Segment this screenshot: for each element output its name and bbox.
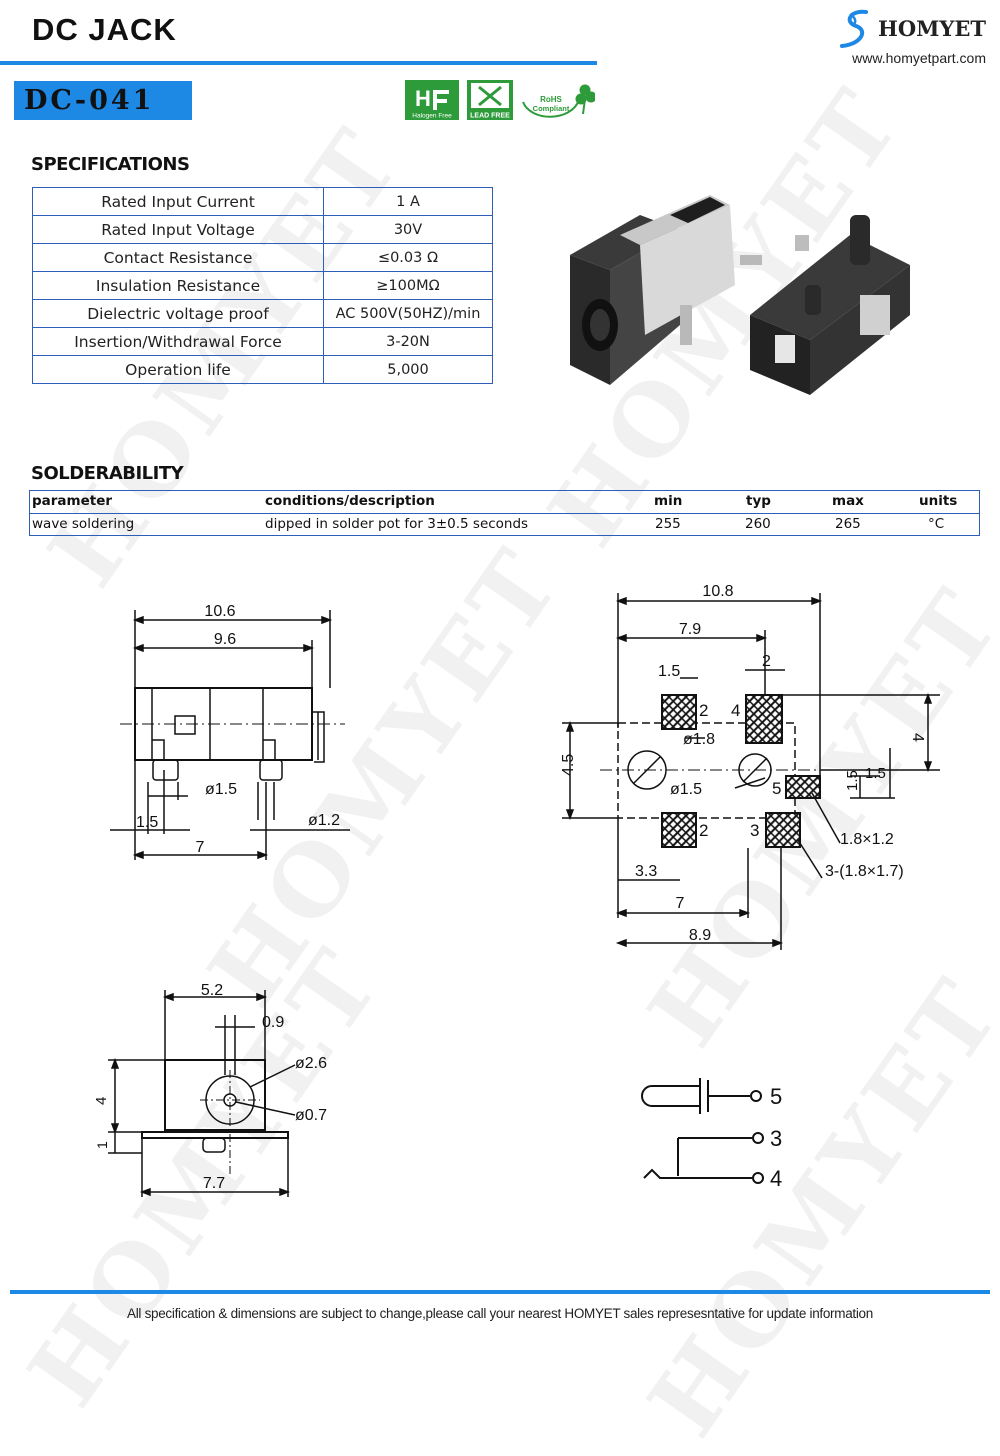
spec-value: AC 500V(50HZ)/min: [323, 299, 493, 328]
dimension-label: 1.5: [658, 663, 680, 680]
dimension-label: ø1.5: [670, 781, 702, 798]
lead-free-icon: LEAD FREE: [467, 80, 513, 120]
column-header: units: [919, 493, 958, 509]
dimension-label: 3-(1.8×1.7): [825, 863, 904, 880]
spec-label: Rated Input Current: [32, 187, 324, 216]
dimension-label: 1.5: [136, 814, 158, 831]
model-badge: DC-041: [14, 81, 192, 120]
product-photo: [560, 175, 930, 419]
dimension-label: 4.5: [560, 754, 577, 776]
column-header: max: [832, 493, 864, 509]
table-header-row: parameter conditions/description min typ…: [30, 491, 979, 514]
pin-label: 3: [750, 821, 759, 840]
dimension-label: 3.3: [635, 863, 657, 880]
spec-value: 3-20N: [323, 327, 493, 356]
footer-divider: [10, 1290, 990, 1294]
column-header: conditions/description: [265, 493, 435, 509]
spec-label: Insertion/Withdrawal Force: [32, 327, 324, 356]
table-row: Contact Resistance≤0.03 Ω: [32, 243, 493, 272]
spec-value: 5,000: [323, 355, 493, 384]
dimension-label: 4: [93, 1097, 110, 1105]
dimension-label: 1.5: [844, 770, 861, 791]
specifications-heading: SPECIFICATIONS: [31, 154, 190, 175]
spec-label: Contact Resistance: [32, 243, 324, 272]
dimension-label: 5.2: [201, 982, 223, 999]
dimension-label: 7: [676, 895, 685, 912]
header-divider: [0, 61, 597, 65]
solderability-heading: SOLDERABILITY: [31, 463, 184, 484]
cell: wave soldering: [32, 516, 135, 532]
spec-value: 30V: [323, 215, 493, 244]
spec-value: ≥100MΩ: [323, 271, 493, 300]
spec-value: 1 A: [323, 187, 493, 216]
rohs-compliant-label: Compliant: [533, 104, 570, 113]
spec-label: Insulation Resistance: [32, 271, 324, 300]
cell: 255: [655, 516, 681, 532]
column-header: min: [654, 493, 683, 509]
dimension-label: 1: [94, 1141, 110, 1149]
pin-label: 5: [770, 1084, 782, 1109]
dc-jack-illustration: [570, 195, 762, 385]
dimension-label: 7: [196, 839, 205, 856]
pin-label: 5: [772, 779, 781, 798]
brand-url: www.homyetpart.com: [852, 50, 986, 66]
pin-label: 4: [770, 1166, 782, 1191]
dc-jack-illustration: [750, 215, 910, 395]
side-view-drawing: 5.2 0.9 ø2.6 ø0.7 4 1 7.7: [93, 982, 327, 1197]
dimension-label: 10.8: [702, 583, 733, 600]
dimension-label: 0.9: [262, 1014, 284, 1031]
cell: dipped in solder pot for 3±0.5 seconds: [265, 516, 529, 532]
halogen-free-label: Halogen Free: [412, 113, 452, 120]
spec-label: Operation life: [32, 355, 324, 384]
pin-label: 2: [699, 821, 708, 840]
dimension-label: 8.9: [689, 927, 711, 944]
dimension-label: ø1.2: [308, 812, 340, 829]
pin-label: 3: [770, 1126, 782, 1151]
rohs-label: RoHS: [540, 95, 562, 104]
page-title: DC JACK: [32, 12, 177, 47]
solderability-table: parameter conditions/description min typ…: [29, 490, 980, 536]
front-view-drawing: 10.6 9.6 ø1.5 1.5 ø1.2 7: [110, 603, 350, 860]
brand-swirl-icon: [839, 9, 868, 48]
spec-label: Rated Input Voltage: [32, 215, 324, 244]
pcb-footprint-drawing: 10.8 7.9 2 1.5 ø1.8 ø1.5 4.5 4 1.5 1.5 1…: [560, 583, 940, 950]
dimension-label: 2: [762, 653, 771, 670]
column-header: typ: [746, 493, 771, 509]
dimension-label: ø1.5: [205, 781, 237, 798]
dimension-label: 4: [909, 733, 926, 742]
dimension-label: ø2.6: [295, 1055, 327, 1072]
dimension-label: ø0.7: [295, 1107, 327, 1124]
spec-label: Dielectric voltage proof: [32, 299, 324, 328]
halogen-free-icon: H Halogen Free: [405, 80, 459, 120]
spec-value: ≤0.03 Ω: [323, 243, 493, 272]
dimension-label: 1.5: [865, 765, 886, 782]
dimension-label: ø1.8: [683, 731, 715, 748]
brand-logo: HOMYET www.homyetpart.com: [836, 8, 986, 66]
svg-text:H: H: [415, 86, 431, 111]
cell: °C: [928, 516, 945, 532]
dimension-label: 10.6: [204, 603, 235, 620]
column-header: parameter: [32, 493, 113, 509]
pin-schematic: 5 3 4: [641, 1078, 782, 1191]
pin-label: 2: [699, 701, 708, 720]
cell: 265: [835, 516, 861, 532]
compliance-badges: H Halogen Free LEAD FREE RoHS Compliant: [405, 80, 597, 126]
footer-note: All specification & dimensions are subje…: [127, 1306, 873, 1321]
dimension-label: 7.9: [679, 621, 701, 638]
dimension-label: 7.7: [203, 1175, 225, 1192]
lead-free-label: LEAD FREE: [470, 113, 510, 120]
dimension-label: 9.6: [214, 631, 236, 648]
brand-name: HOMYET: [877, 15, 986, 41]
cell: 260: [745, 516, 771, 532]
rohs-icon: RoHS Compliant: [522, 84, 597, 118]
table-row: Insulation Resistance≥100MΩ: [32, 271, 493, 300]
pin-label: 4: [731, 701, 740, 720]
dimension-label: 1.8×1.2: [840, 831, 894, 848]
